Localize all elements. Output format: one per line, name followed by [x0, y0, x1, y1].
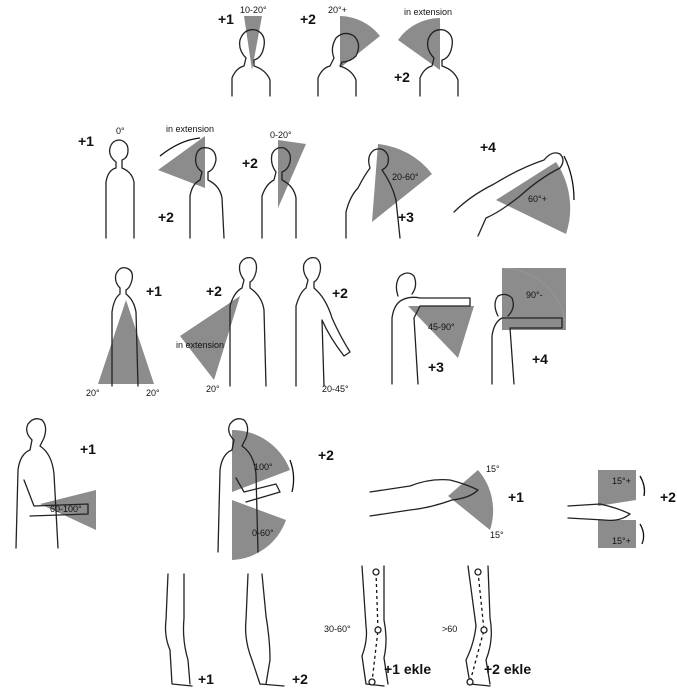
neck-extension: +2 in extension — [394, 7, 458, 96]
upper-arm-extension-angle-low: 20° — [206, 384, 220, 394]
lower-arm-outside-range: +2 100° 0-60° — [218, 419, 334, 560]
wrist-outside-score: +2 — [660, 489, 676, 505]
wrist-neutral: +1 15° 15° — [370, 464, 524, 540]
upper-arm-flexion-45-90: +3 45-90° — [392, 273, 474, 384]
knee-mid-hip-joint — [373, 569, 379, 575]
upper-arm-flexion-mid-score: +3 — [428, 359, 444, 375]
neck-flexion-20-plus: +2 20°+ — [300, 5, 380, 96]
wrist-outside-angle-top: 15°+ — [612, 476, 631, 486]
trunk-extension-angle: in extension — [166, 124, 214, 134]
trunk-flexion-mid-angle: 20-60° — [392, 172, 419, 182]
neck-flexion-10-20: +1 10-20° — [218, 5, 270, 96]
upper-arm-extension-wedge — [180, 296, 240, 380]
upper-arm-extension-score: +2 — [206, 283, 222, 299]
trunk-extension-figure — [190, 148, 224, 238]
wrist-outside-arrow-top — [640, 476, 645, 496]
upper-arm-extension-angle: in extension — [176, 340, 224, 350]
trunk-upright-figure — [106, 140, 134, 238]
neck-flexion-small-score: +1 — [218, 11, 234, 27]
legs-bilateral-score: +1 — [198, 671, 214, 687]
knee-large-score: +2 ekle — [484, 661, 531, 677]
knee-large-hip-joint — [475, 569, 481, 575]
knee-large-knee-joint — [481, 627, 487, 633]
lower-arm-outside-angle-bottom: 0-60° — [252, 528, 274, 538]
trunk-extension-score: +2 — [158, 209, 174, 225]
upper-arm-flexion-small-figure — [296, 258, 350, 386]
upper-arm-neutral: +1 20° 20° — [86, 268, 162, 398]
lower-arm-mid-figure — [16, 419, 58, 548]
knee-large-ankle-joint — [467, 679, 473, 685]
trunk-upright-score: +1 — [78, 133, 94, 149]
upper-arm-neutral-angle-right: 20° — [146, 388, 160, 398]
knee-mid-angle: 30-60° — [324, 624, 351, 634]
neck-flexion-small-angle: 10-20° — [240, 5, 267, 15]
neck-flexion-large-wedge — [340, 16, 380, 68]
wrist-outside-arrow-bottom — [640, 524, 644, 544]
upper-arm-flexion-mid-wedge — [408, 306, 474, 358]
upper-arm-extension-figure — [230, 258, 266, 386]
neck-extension-wedge — [398, 18, 440, 70]
upper-arm-neutral-score: +1 — [146, 283, 162, 299]
trunk-upright: +1 0° — [78, 126, 134, 238]
upper-arm-flexion-large-angle: 90°- — [526, 290, 543, 300]
trunk-upright-angle: 0° — [116, 126, 125, 136]
upper-arm-neutral-angle-left: 20° — [86, 388, 100, 398]
trunk-flexion-small-angle: 0-20° — [270, 130, 292, 140]
upper-arm-extension: +2 in extension 20° — [176, 258, 266, 394]
neck-flexion-large-angle: 20°+ — [328, 5, 347, 15]
lower-arm-mid-score: +1 — [80, 441, 96, 457]
trunk-flexion-20-60: +3 20-60° — [346, 144, 432, 238]
knee-flexion-over-60: >60 +2 ekle — [442, 566, 531, 686]
lower-arm-outside-angle-top: 100° — [254, 462, 273, 472]
lower-arm-outside-score: +2 — [318, 447, 334, 463]
wrist-outside-angle-bottom: 15°+ — [612, 536, 631, 546]
legs-unilateral: +2 — [246, 574, 309, 687]
upper-arm-flexion-20-45: +2 20-45° — [296, 258, 350, 394]
knee-mid-ankle-joint — [369, 679, 375, 685]
legs-unilateral-figure — [246, 574, 284, 686]
wrist-neutral-score: +1 — [508, 489, 524, 505]
wrist-neutral-angle-bottom: 15° — [490, 530, 504, 540]
lower-arm-outside-arrow — [290, 460, 294, 492]
upper-arm-flexion-small-angle: 20-45° — [322, 384, 349, 394]
wrist-outside-range: +2 15°+ 15°+ — [568, 470, 676, 548]
trunk-flexion-60-plus: +4 60°+ — [454, 139, 574, 236]
upper-arm-flexion-small-score: +2 — [332, 285, 348, 301]
trunk-flexion-large-angle: 60°+ — [528, 194, 547, 204]
trunk-flexion-small-score: +2 — [242, 155, 258, 171]
lower-arm-60-100: +1 60-100° — [16, 419, 96, 548]
neck-flexion-wedge — [244, 16, 262, 70]
neck-extension-score: +2 — [394, 69, 410, 85]
trunk-extension-wedge — [158, 136, 205, 188]
upper-arm-flexion-90-plus: +4 90°- — [492, 268, 566, 384]
legs-unilateral-score: +2 — [292, 671, 308, 687]
trunk-extension: +2 in extension — [158, 124, 224, 238]
upper-arm-flexion-mid-head — [396, 273, 415, 296]
lower-arm-mid-angle: 60-100° — [50, 504, 82, 514]
legs-bilateral-figure — [166, 574, 193, 686]
legs-bilateral: +1 — [166, 574, 215, 687]
neck-extension-angle: in extension — [404, 7, 452, 17]
knee-flexion-30-60: 30-60° +1 ekle — [324, 566, 431, 686]
knee-mid-score: +1 ekle — [384, 661, 431, 677]
lower-arm-outside-upper-wedge — [232, 430, 290, 492]
upper-arm-flexion-large-score: +4 — [532, 351, 548, 367]
trunk-flexion-mid-score: +3 — [398, 209, 414, 225]
knee-mid-knee-joint — [375, 627, 381, 633]
wrist-outside-hand — [568, 504, 630, 520]
wrist-neutral-angle-top: 15° — [486, 464, 500, 474]
knee-large-axis — [470, 572, 484, 682]
neck-flexion-large-score: +2 — [300, 11, 316, 27]
knee-large-angle: >60 — [442, 624, 457, 634]
upper-arm-neutral-wedge — [98, 300, 154, 384]
upper-arm-flexion-mid-angle: 45-90° — [428, 322, 455, 332]
trunk-flexion-large-score: +4 — [480, 139, 496, 155]
trunk-flexion-0-20: +2 0-20° — [242, 130, 306, 238]
